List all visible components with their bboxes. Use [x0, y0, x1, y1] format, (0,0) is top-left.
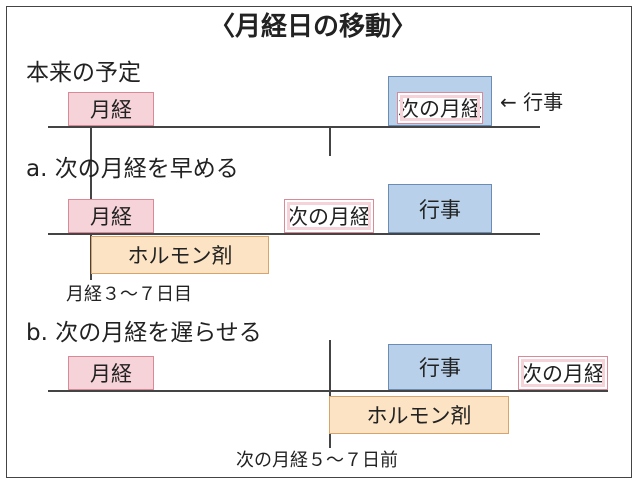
period-label: 月経	[90, 98, 132, 122]
period-box-delay: 月経	[68, 356, 154, 390]
event-pointer-label: ← 行事	[500, 90, 564, 114]
event-label: 行事	[419, 197, 461, 222]
next-period-box-advance: 次の月経	[284, 199, 374, 233]
event-box-delay: 行事	[388, 344, 492, 390]
diagram-title: 〈月経日の移動〉	[208, 12, 417, 42]
section-heading-plan: 本来の予定	[26, 60, 141, 86]
next-period-label: 次の月経	[287, 205, 371, 229]
advance-note: 月経３～７日目	[66, 284, 192, 305]
next-period-box-delay: 次の月経	[518, 356, 608, 390]
period-box-advance: 月経	[68, 199, 154, 233]
next-period-label: 次の月経	[398, 97, 482, 121]
hormone-label: ホルモン剤	[366, 404, 472, 428]
timeline-plan	[48, 126, 540, 128]
hormone-box-advance: ホルモン剤	[91, 236, 269, 274]
event-label: 行事	[419, 356, 461, 380]
timeline-advance	[48, 233, 540, 235]
period-label: 月経	[90, 362, 132, 386]
timeline-delay	[48, 390, 608, 392]
guide-line-center-bottom	[329, 340, 331, 448]
next-period-box-plan: 次の月経	[397, 92, 483, 124]
hormone-label: ホルモン剤	[127, 244, 233, 268]
hormone-box-delay: ホルモン剤	[329, 396, 509, 434]
event-box-advance: 行事	[388, 184, 492, 233]
diagram-frame	[6, 6, 632, 478]
delay-note: 次の月経５～７日前	[236, 450, 398, 471]
guide-line-center-top	[329, 126, 331, 156]
next-period-label: 次の月経	[521, 362, 605, 386]
event-box-plan: 次の月経	[388, 76, 492, 126]
period-box-plan: 月経	[68, 92, 154, 126]
section-heading-delay: b. 次の月経を遅らせる	[26, 320, 262, 346]
period-label: 月経	[90, 205, 132, 229]
section-heading-advance: a. 次の月経を早める	[26, 156, 239, 182]
